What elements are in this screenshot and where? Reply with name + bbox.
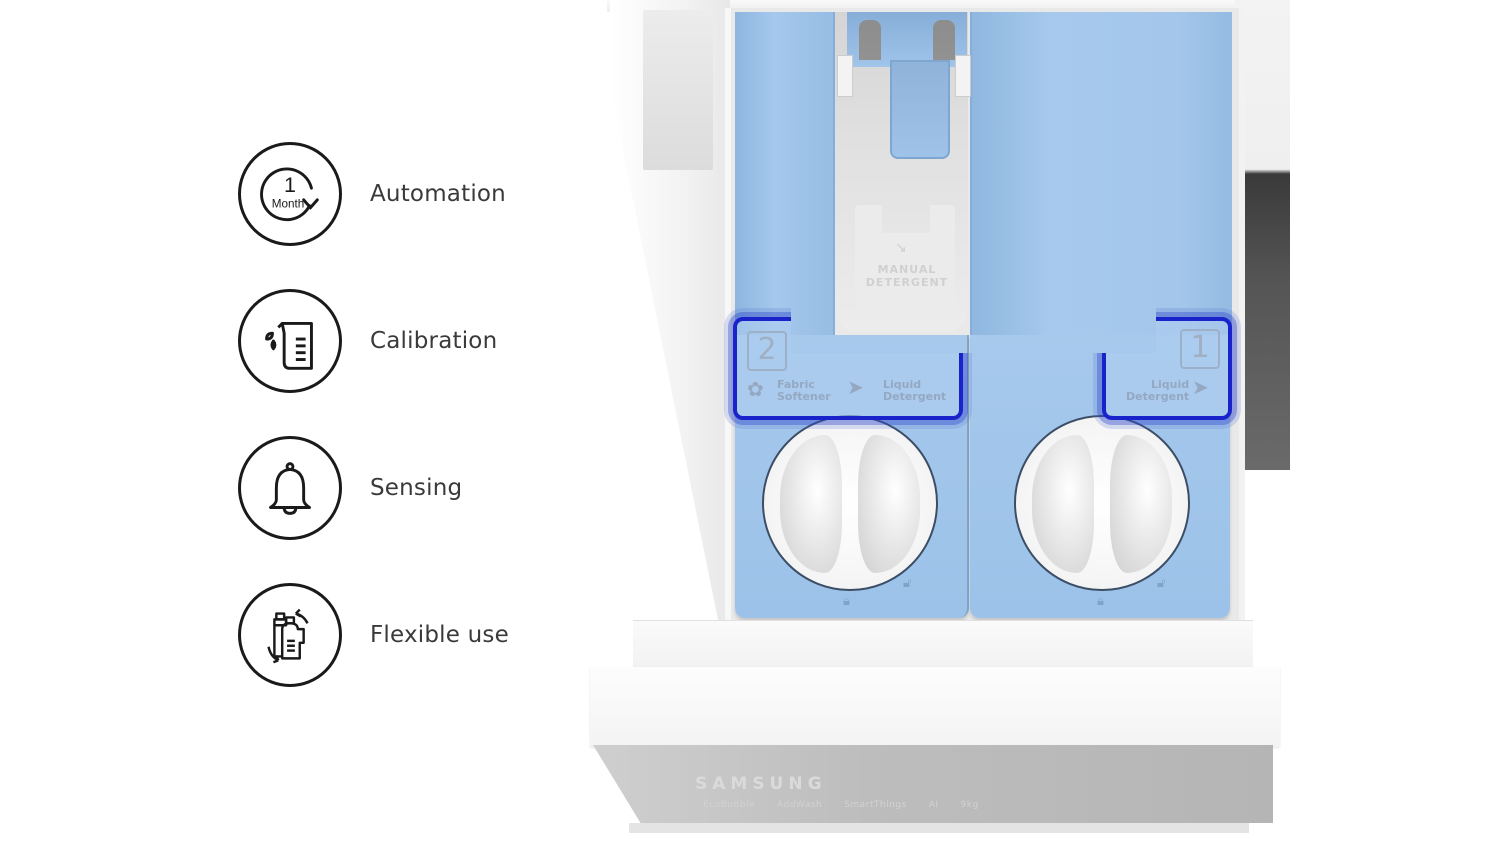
machine-body-recess xyxy=(643,10,713,170)
label-line: Detergent xyxy=(1126,390,1190,403)
detergent-bottles-swap-icon xyxy=(238,583,342,687)
bell-icon xyxy=(238,436,342,540)
softener-flower-icon: ✿ xyxy=(747,377,764,401)
label-line: Liquid xyxy=(1151,378,1190,391)
drawer-lip xyxy=(629,823,1249,833)
panel-feature-labels: EcoBubble AddWash SmartThings AI 9kg xyxy=(703,800,979,810)
lock-icon: 🔒︎ xyxy=(1097,594,1104,609)
icon-unit: Month xyxy=(272,198,304,211)
side-clip xyxy=(955,55,971,97)
cap-grip xyxy=(1110,435,1172,573)
panel-label: 9kg xyxy=(960,800,979,810)
label-line: Softener xyxy=(777,390,831,403)
lock-icon: 🔒︎ xyxy=(843,594,850,609)
panel-label: AddWash xyxy=(776,800,823,810)
detergent-drawer-illustration: ↘ MANUAL DETERGENT 🔒︎ 🔓︎ 🔒︎ 🔓︎ 2 ✿ Fabri… xyxy=(585,0,1305,844)
side-clip xyxy=(837,55,853,97)
label-line: Detergent xyxy=(883,390,947,403)
lever-slot xyxy=(933,20,955,60)
panel-label: EcoBubble xyxy=(703,800,755,810)
measuring-cup-icon xyxy=(238,289,342,393)
feature-label: Sensing xyxy=(370,475,463,501)
lever-slot xyxy=(859,20,881,60)
feature-label: Automation xyxy=(370,181,506,207)
pour-arrow-icon: ↘ xyxy=(895,240,907,256)
drawer-release-lever[interactable] xyxy=(890,60,950,159)
brand-logo: SAMSUNG xyxy=(695,774,827,794)
tray-right-arm xyxy=(970,12,1232,342)
feature-automation: 1 Month Automation xyxy=(238,142,506,246)
cap-grip xyxy=(1032,435,1094,573)
icon-number: 1 xyxy=(284,173,296,197)
manual-label-line: MANUAL xyxy=(877,263,937,276)
feature-label: Flexible use xyxy=(370,622,509,648)
drawer-handle[interactable] xyxy=(590,667,1280,747)
cap-grip xyxy=(780,435,842,573)
panel-label: SmartThings xyxy=(844,800,907,810)
feature-label: Calibration xyxy=(370,328,498,354)
liquid-detergent-label: Liquid Detergent xyxy=(1126,379,1189,403)
panel-label: AI xyxy=(928,800,939,810)
manual-detergent-label: MANUAL DETERGENT xyxy=(861,263,953,289)
compartment-1-number: 1 xyxy=(1180,329,1220,369)
lever-housing xyxy=(847,12,967,67)
feature-flexible-use: Flexible use xyxy=(238,583,509,687)
feature-sensing: Sensing xyxy=(238,436,462,540)
liquid-detergent-arrow-icon: ➤ xyxy=(847,375,864,399)
fabric-softener-label: Fabric Softener xyxy=(777,379,831,403)
unlock-icon: 🔓︎ xyxy=(903,576,912,591)
label-line: Liquid xyxy=(883,378,922,391)
cap-grip xyxy=(858,435,920,573)
compartment-2-number: 2 xyxy=(747,331,787,371)
drawer-handle-top xyxy=(633,620,1253,669)
liquid-detergent-arrow-icon: ➤ xyxy=(1192,375,1209,399)
feature-calibration: Calibration xyxy=(238,289,497,393)
one-month-cycle-icon: 1 Month xyxy=(238,142,342,246)
label-line: Fabric xyxy=(777,378,815,391)
unlock-icon: 🔓︎ xyxy=(1157,576,1166,591)
liquid-detergent-label: Liquid Detergent xyxy=(883,379,946,403)
compartment-1-cap[interactable] xyxy=(1014,415,1190,591)
manual-label-line: DETERGENT xyxy=(865,276,949,289)
control-panel-strip xyxy=(593,745,1273,823)
compartment-2-cap[interactable] xyxy=(762,415,938,591)
tray-left-arm xyxy=(735,12,835,342)
